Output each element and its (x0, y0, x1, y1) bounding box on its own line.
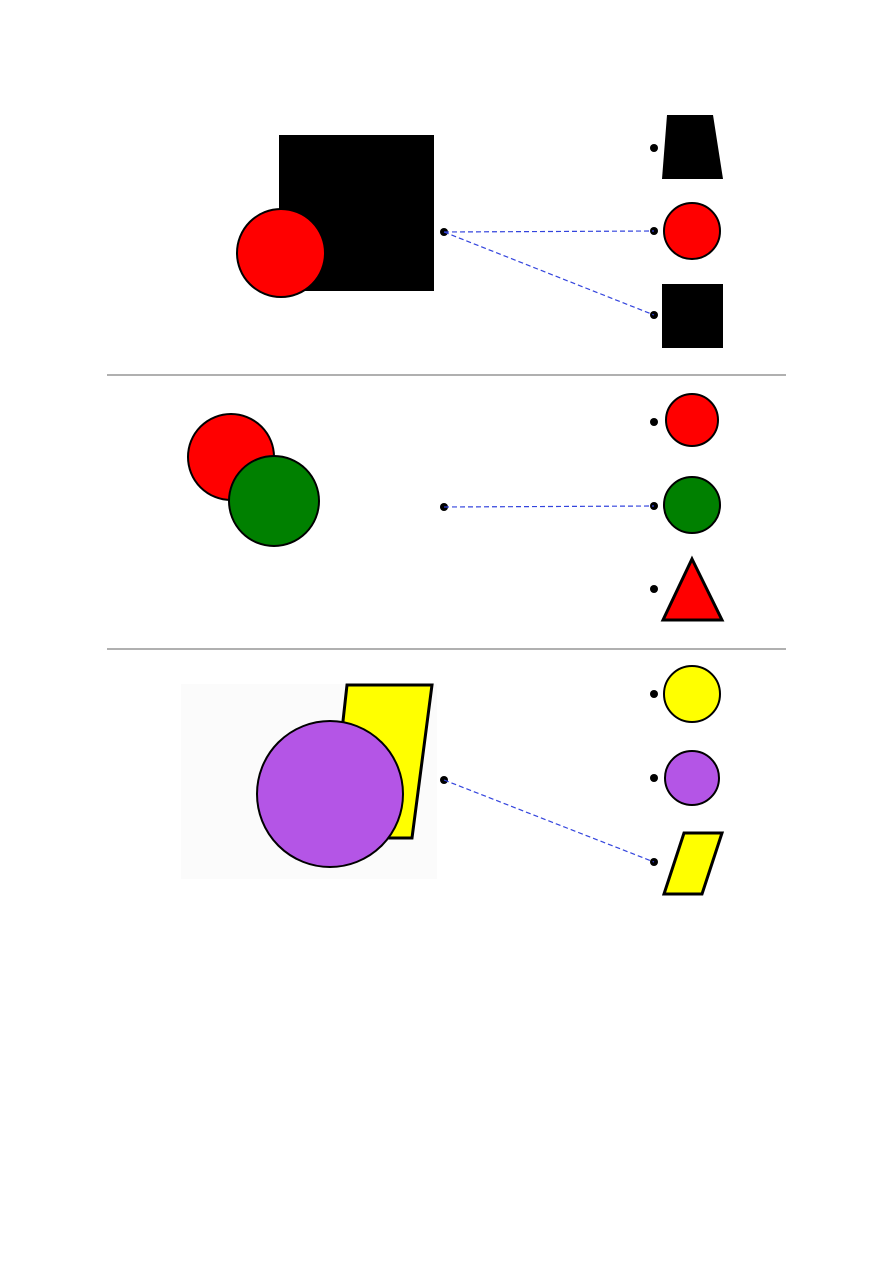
black-trapezoid-shape[interactable] (662, 115, 723, 179)
option-1-2[interactable] (650, 202, 721, 260)
green-circle-shape[interactable] (663, 476, 721, 534)
option-3-2[interactable] (650, 750, 720, 806)
option-2-2[interactable] (650, 476, 721, 534)
connector-line (443, 230, 655, 233)
red-triangle-shape[interactable] (660, 555, 725, 622)
connector-line (443, 779, 655, 863)
option-1-3[interactable] (650, 284, 723, 348)
purple-circle-shape (256, 720, 404, 868)
red-circle-shape[interactable] (665, 393, 719, 447)
option-dot[interactable] (650, 690, 658, 698)
option-dot[interactable] (650, 418, 658, 426)
option-dot[interactable] (650, 144, 658, 152)
composite-figure-2 (187, 413, 320, 547)
red-circle-shape[interactable] (663, 202, 721, 260)
option-1-1[interactable] (650, 115, 723, 179)
option-2-3[interactable] (650, 555, 725, 622)
red-circle-shape (236, 208, 326, 298)
composite-figure-1 (236, 135, 434, 298)
option-3-3[interactable] (650, 831, 725, 896)
connector-line (443, 231, 655, 316)
black-square-shape[interactable] (662, 284, 723, 348)
row-2 (187, 393, 725, 622)
option-3-1[interactable] (650, 665, 721, 723)
row-3 (181, 665, 725, 896)
option-dot[interactable] (650, 585, 658, 593)
yellow-circle-shape[interactable] (663, 665, 721, 723)
composite-figure-3 (181, 683, 437, 879)
purple-circle-shape[interactable] (664, 750, 720, 806)
option-dot[interactable] (650, 774, 658, 782)
yellow-parallelogram-shape[interactable] (661, 831, 725, 896)
option-2-1[interactable] (650, 393, 719, 447)
row-1 (236, 115, 723, 348)
green-circle-shape (228, 455, 320, 547)
connector-line (443, 505, 655, 508)
